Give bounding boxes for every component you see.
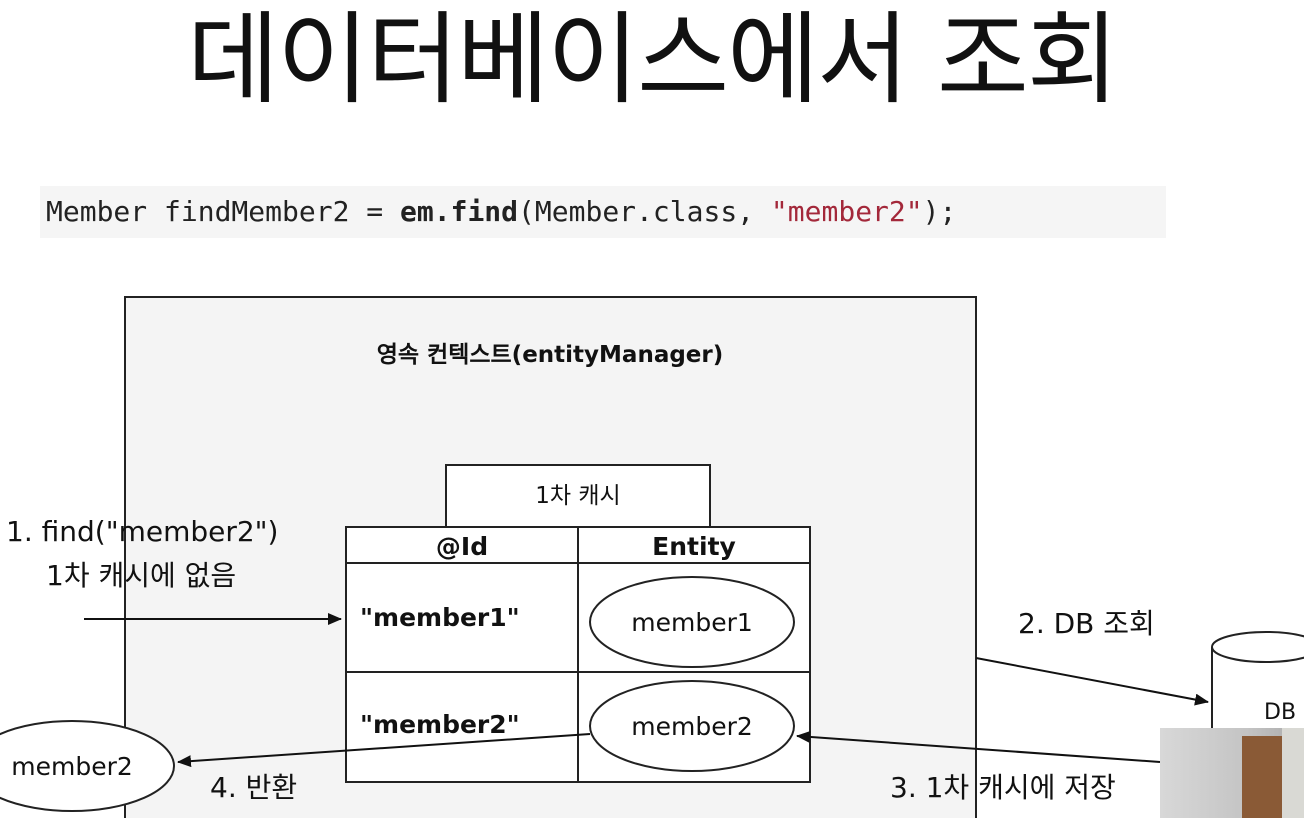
webcam-overlay [1160, 728, 1304, 818]
step2-label: 2. DB 조회 [1018, 607, 1155, 640]
step4-label: 4. 반환 [210, 771, 297, 804]
context-label: 영속 컨텍스트(entityManager) [377, 342, 724, 368]
returned-entity-ellipse [0, 720, 175, 812]
step3-arrow [796, 730, 1161, 763]
code-snippet: Member findMember2 = em.find(Member.clas… [40, 186, 1166, 238]
row1-entity: member1 [631, 608, 753, 637]
code-suffix: ); [922, 195, 957, 228]
table-header-entity: Entity [652, 532, 736, 561]
row2-id: "member2" [360, 710, 520, 739]
code-string-arg: "member2" [770, 195, 923, 228]
webcam-door [1242, 736, 1282, 818]
row2-entity: member2 [631, 712, 753, 741]
row1-entity-ellipse [589, 576, 795, 668]
cache-label: 1차 캐시 [535, 483, 620, 509]
code-prefix: Member findMember2 = [46, 195, 401, 228]
row1-id: "member1" [360, 603, 520, 632]
step4-arrow [177, 733, 591, 768]
table-header-id: @Id [436, 532, 488, 561]
step1-label: 1. find("member2") [6, 515, 278, 548]
step2-arrow [975, 657, 1209, 706]
row2-entity-ellipse [589, 680, 795, 772]
step3-label: 3. 1차 캐시에 저장 [890, 771, 1116, 804]
cache-label-box [445, 464, 711, 528]
step1-sublabel: 1차 캐시에 없음 [46, 559, 236, 592]
page-title: 데이터베이스에서 조회 [187, 1, 1119, 118]
db-label: DB [1264, 700, 1296, 725]
returned-entity-label: member2 [11, 752, 133, 781]
code-args: (Member.class, [518, 195, 771, 228]
code-method: em.find [400, 195, 519, 228]
webcam-edge [1282, 728, 1304, 818]
db-cylinder-top [1211, 631, 1304, 663]
